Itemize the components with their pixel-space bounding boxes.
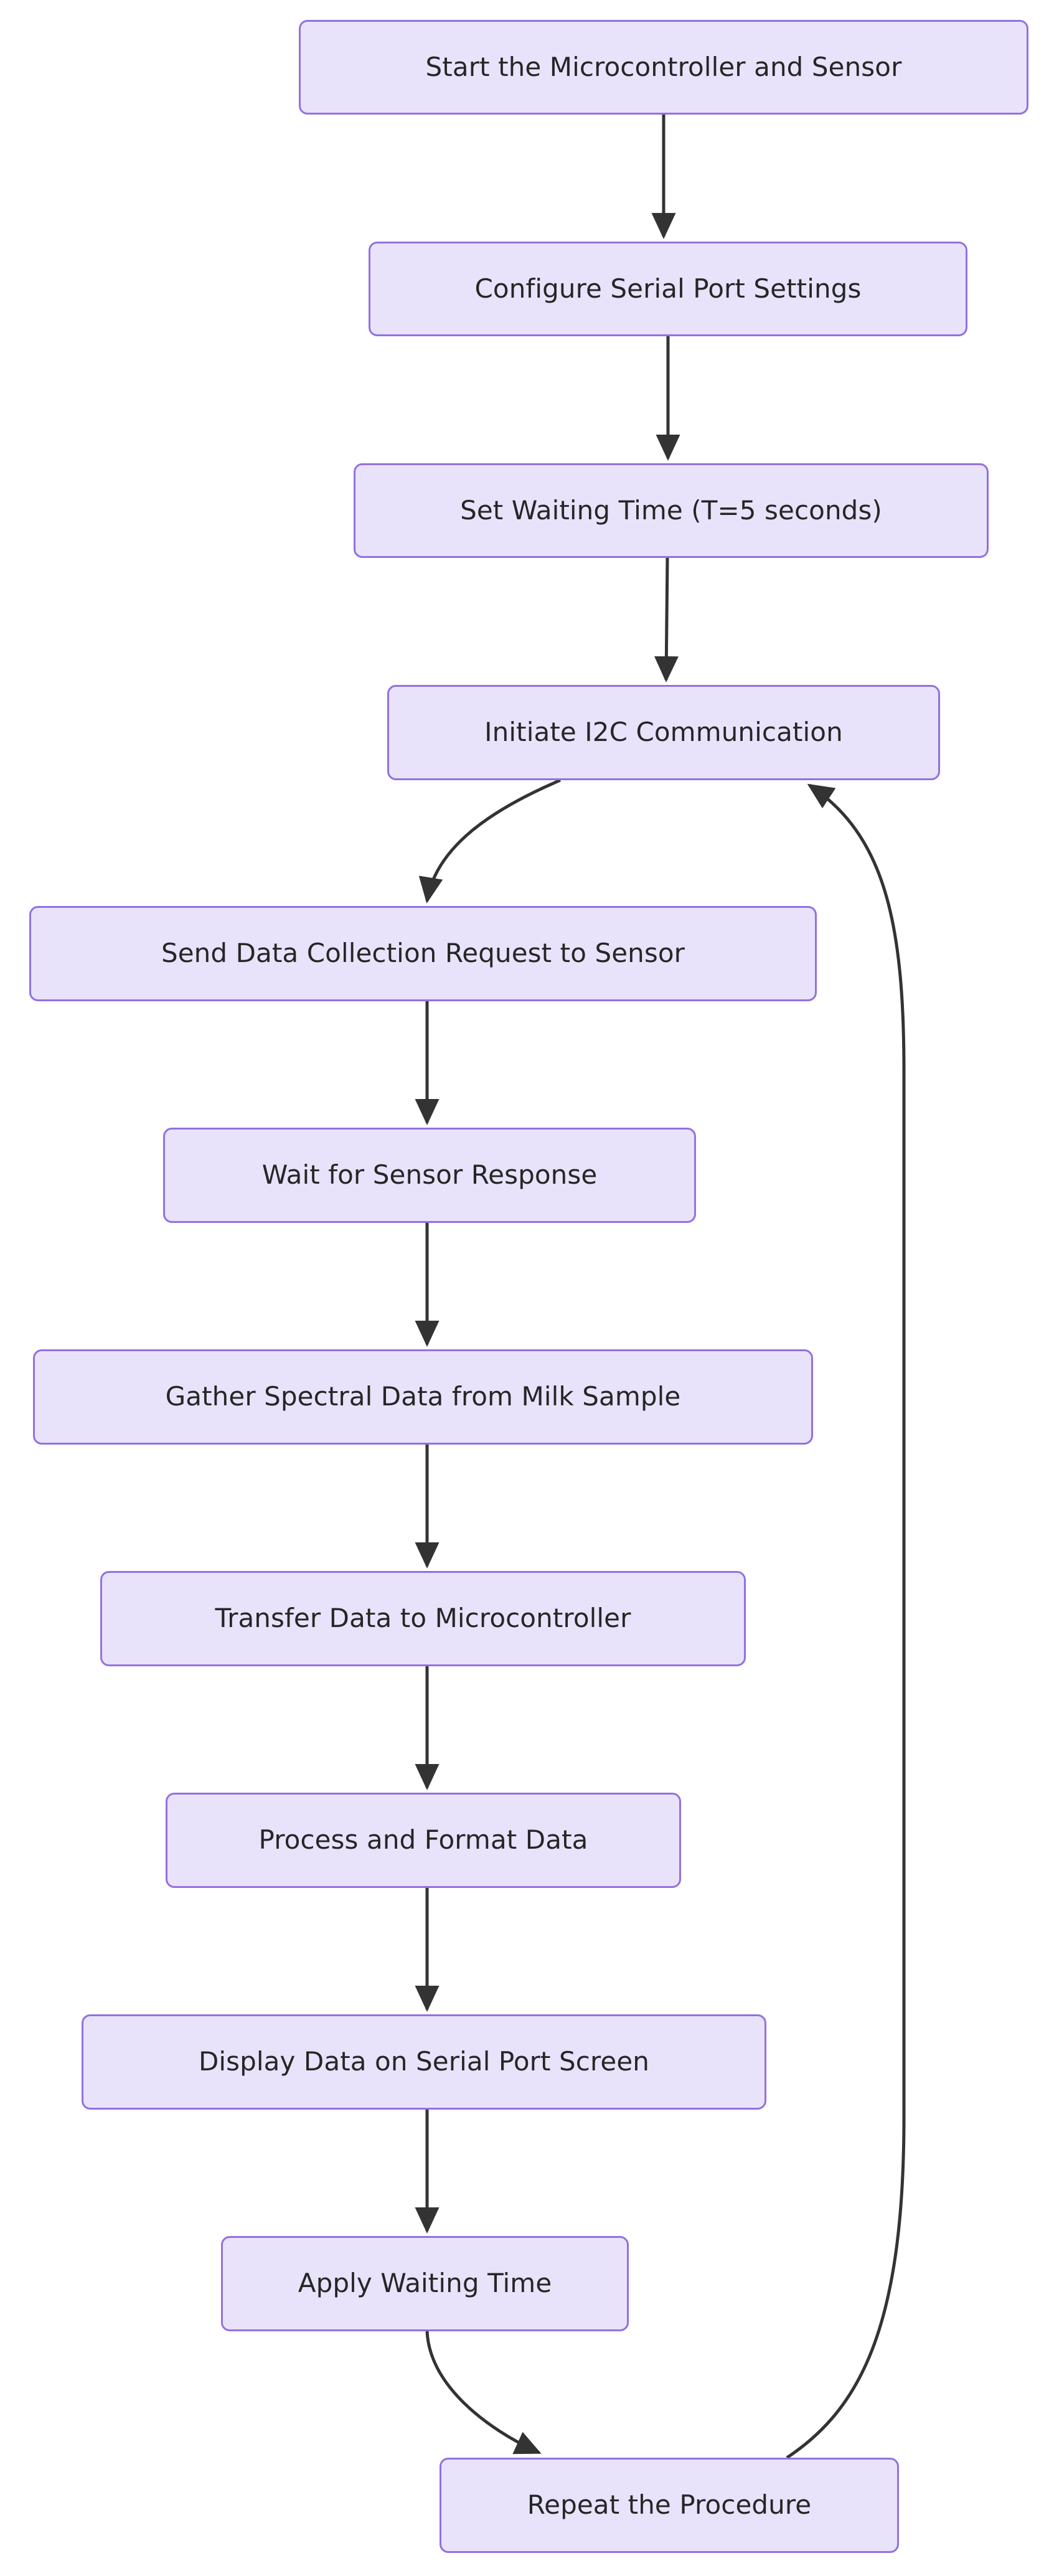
node-gather-spectral-data[interactable]: Gather Spectral Data from Milk Sample <box>33 1349 813 1445</box>
node-start-microcontroller-sensor[interactable]: Start the Microcontroller and Sensor <box>299 20 1028 115</box>
node-label: Wait for Sensor Response <box>261 1159 598 1191</box>
edge-repeat-to-i2c-feedback <box>786 783 906 2460</box>
node-initiate-i2c-communication[interactable]: Initiate I2C Communication <box>387 685 940 780</box>
edge-waiting-time-to-i2c <box>654 557 679 682</box>
node-transfer-data-to-microcontroller[interactable]: Transfer Data to Microcontroller <box>100 1571 746 1666</box>
edge-apply-waiting-to-repeat <box>425 2331 542 2455</box>
node-process-and-format-data[interactable]: Process and Format Data <box>166 1793 681 1888</box>
node-repeat-the-procedure[interactable]: Repeat the Procedure <box>440 2458 899 2553</box>
node-wait-for-sensor-response[interactable]: Wait for Sensor Response <box>163 1128 696 1223</box>
edge-i2c-to-send-request <box>418 778 561 903</box>
node-label: Send Data Collection Request to Sensor <box>161 938 685 969</box>
node-label: Repeat the Procedure <box>527 2489 812 2521</box>
node-label: Transfer Data to Microcontroller <box>215 1603 631 1634</box>
node-label: Start the Microcontroller and Sensor <box>425 51 902 82</box>
node-label: Apply Waiting Time <box>298 2268 552 2299</box>
node-display-data-on-serial-port-screen[interactable]: Display Data on Serial Port Screen <box>82 2014 766 2110</box>
node-label: Gather Spectral Data from Milk Sample <box>165 1381 681 1412</box>
node-label: Process and Format Data <box>258 1824 588 1856</box>
node-label: Display Data on Serial Port Screen <box>198 2046 650 2077</box>
node-label: Initiate I2C Communication <box>484 717 843 748</box>
node-label: Configure Serial Port Settings <box>474 273 862 304</box>
node-apply-waiting-time[interactable]: Apply Waiting Time <box>221 2236 629 2331</box>
node-set-waiting-time[interactable]: Set Waiting Time (T=5 seconds) <box>354 463 989 558</box>
node-label: Set Waiting Time (T=5 seconds) <box>460 494 882 526</box>
node-configure-serial-port-settings[interactable]: Configure Serial Port Settings <box>369 242 967 336</box>
node-send-data-collection-request[interactable]: Send Data Collection Request to Sensor <box>29 906 817 1001</box>
